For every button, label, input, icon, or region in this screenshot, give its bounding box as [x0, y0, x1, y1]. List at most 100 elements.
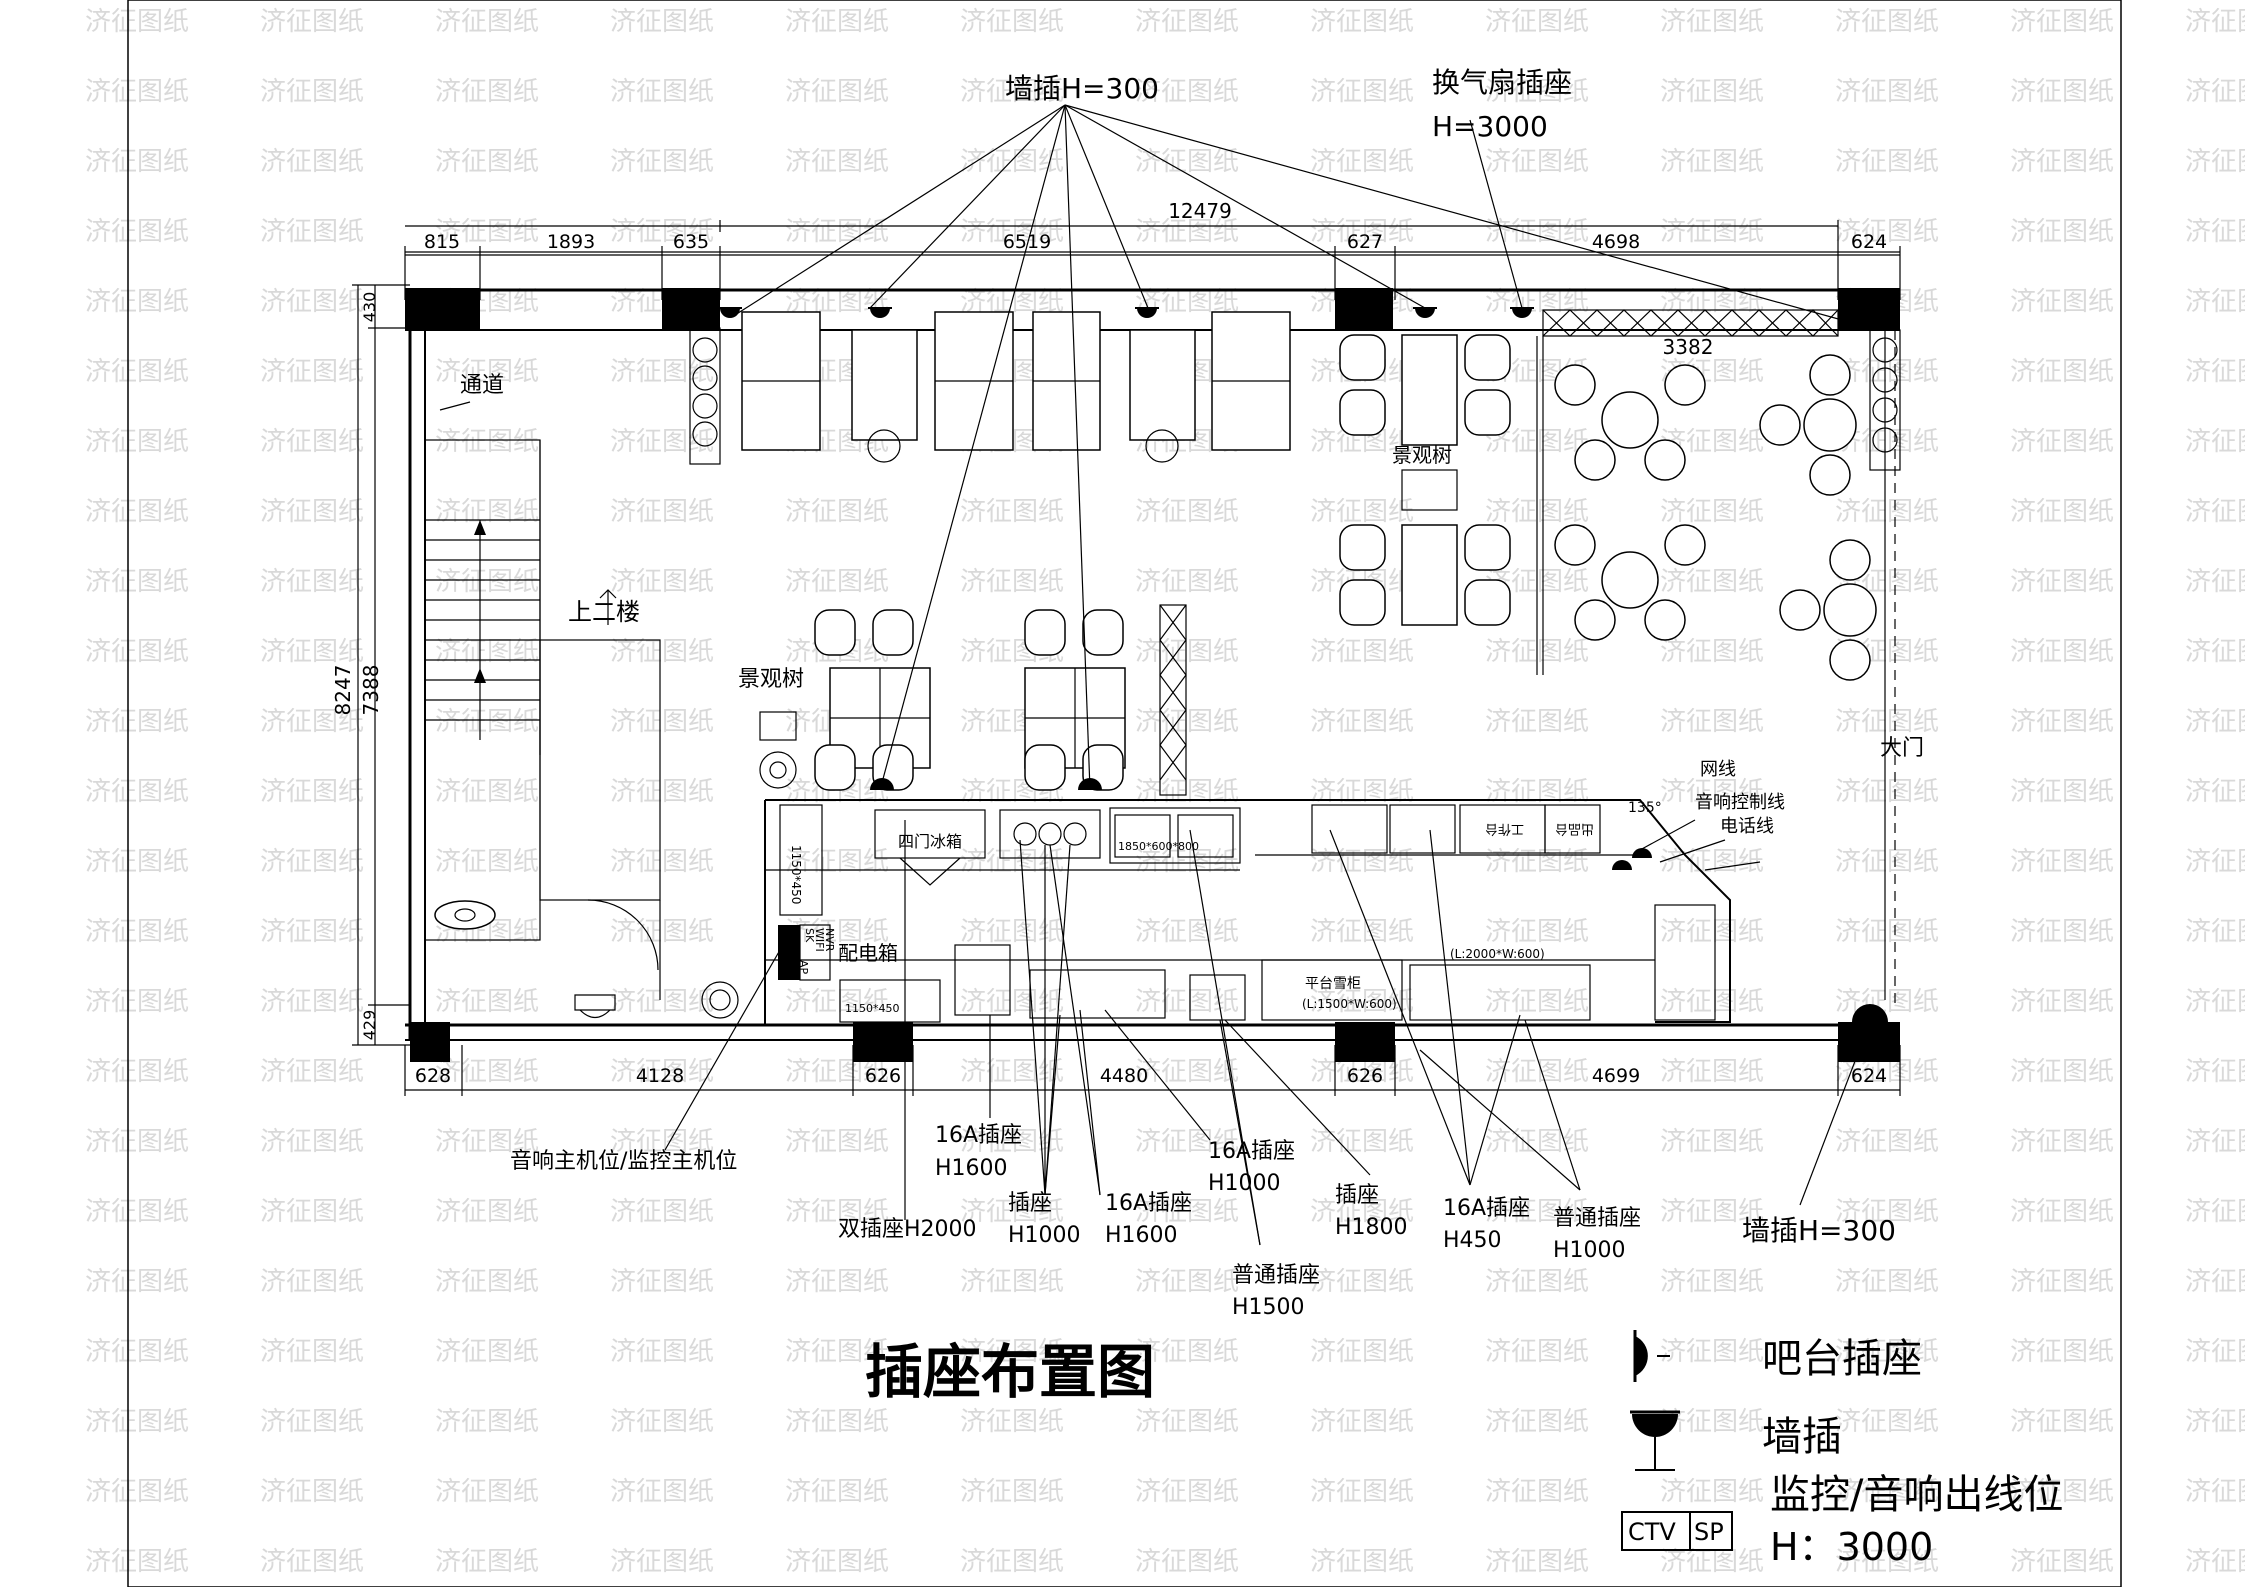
watermark-text: 济征图纸: [1135, 497, 1239, 527]
watermark-text: 济征图纸: [1485, 1477, 1589, 1507]
watermark-text: 济征图纸: [85, 1057, 189, 1087]
arrow-up-icon: [474, 520, 486, 535]
watermark-text: 济征图纸: [2185, 217, 2245, 247]
watermark-text: 济征图纸: [1135, 847, 1239, 877]
watermark-text: 济征图纸: [960, 567, 1064, 597]
watermark-text: 济征图纸: [1485, 1267, 1589, 1297]
watermark-text: 济征图纸: [260, 77, 364, 107]
watermark-text: 济征图纸: [610, 147, 714, 177]
watermark-text: 济征图纸: [260, 777, 364, 807]
socket-h1000-1: 插座: [1008, 1191, 1052, 1216]
watermark-text: 济征图纸: [2185, 707, 2245, 737]
watermark-text: 济征图纸: [1485, 147, 1589, 177]
fan-socket-label-1: 换气扇插座: [1432, 66, 1572, 99]
watermark-text: 济征图纸: [435, 7, 539, 37]
normal-h1500-2: H1500: [1232, 1295, 1305, 1320]
watermark-text: 济征图纸: [1135, 1127, 1239, 1157]
dim-bottom-6: 4699: [1592, 1065, 1640, 1087]
watermark-text: 济征图纸: [1485, 1337, 1589, 1367]
washbasin-icon: [574, 981, 739, 1019]
watermark-text: 济征图纸: [85, 217, 189, 247]
watermark-text: 济征图纸: [435, 77, 539, 107]
watermark-text: 济征图纸: [785, 217, 889, 247]
fridge-label: 四门冰箱: [898, 832, 962, 851]
watermark-text: 济征图纸: [1135, 777, 1239, 807]
watermark-text: 济征图纸: [85, 287, 189, 317]
watermark-text: 济征图纸: [1310, 77, 1414, 107]
watermark-text: 济征图纸: [2010, 147, 2114, 177]
watermark-text: 济征图纸: [610, 1267, 714, 1297]
watermark-text: 济征图纸: [2185, 1057, 2245, 1087]
watermark-text: 济征图纸: [785, 147, 889, 177]
watermark-text: 济征图纸: [610, 1407, 714, 1437]
landscape-tree-label-2: 景观树: [1392, 443, 1452, 467]
watermark-text: 济征图纸: [2010, 7, 2114, 37]
watermark-text: 济征图纸: [960, 1197, 1064, 1227]
legend: 吧台插座 墙插 监控/音响出线位 CTV SP H：3000: [1621, 1330, 2063, 1569]
callout-leaders: [664, 104, 1871, 1246]
watermark-text: 济征图纸: [1660, 637, 1764, 667]
fan-socket-label-2: H=3000: [1432, 110, 1548, 143]
watermark-text: 济征图纸: [785, 1337, 889, 1367]
counter-size-label: (L:2000*W:600): [1450, 947, 1545, 961]
watermark-text: 济征图纸: [2185, 1337, 2245, 1367]
watermark-text: 济征图纸: [1660, 1127, 1764, 1157]
sink-size-label: 1850*600*800: [1118, 840, 1199, 853]
watermark-text: 济征图纸: [260, 1547, 364, 1577]
watermark-text: 济征图纸: [435, 707, 539, 737]
watermark-text: 济征图纸: [785, 847, 889, 877]
watermark-text: 济征图纸: [785, 917, 889, 947]
watermark-text: 济征图纸: [85, 1197, 189, 1227]
landscape-tree-box: [759, 711, 797, 741]
watermark-text: 济征图纸: [610, 987, 714, 1017]
watermark-text: 济征图纸: [1310, 1337, 1414, 1367]
watermark-text: 济征图纸: [85, 1547, 189, 1577]
watermark-text: 济征图纸: [435, 217, 539, 247]
dim-bottom-4: 4480: [1100, 1065, 1148, 1087]
dim-bottom-2: 4128: [636, 1065, 684, 1087]
watermark-text: 济征图纸: [2010, 637, 2114, 667]
watermark-text: 济征图纸: [785, 497, 889, 527]
watermark-text: 济征图纸: [1485, 1407, 1589, 1437]
watermark-text: 济征图纸: [260, 1267, 364, 1297]
watermark-text: 济征图纸: [1660, 1197, 1764, 1227]
middle-booths: [814, 609, 1126, 791]
toilet-icon: [434, 900, 496, 930]
watermark-text: 济征图纸: [435, 1267, 539, 1297]
watermark-text: 济征图纸: [85, 77, 189, 107]
bar-socket-icon: [1633, 1330, 1670, 1382]
watermark-text: 济征图纸: [610, 77, 714, 107]
watermark-text: 济征图纸: [785, 7, 889, 37]
socket-16a-h450-2: H450: [1443, 1228, 1502, 1253]
legend-ctv: CTV: [1628, 1518, 1676, 1546]
watermark-text: 济征图纸: [2185, 1407, 2245, 1437]
audio-control-label: 音响控制线: [1695, 792, 1785, 813]
watermark-text: 济征图纸: [2185, 987, 2245, 1017]
watermark-text: 济征图纸: [260, 1197, 364, 1227]
watermark-text: 济征图纸: [1485, 1197, 1589, 1227]
watermark-text: 济征图纸: [85, 427, 189, 457]
legend-sp: SP: [1694, 1518, 1724, 1546]
watermark-text: 济征图纸: [1660, 77, 1764, 107]
watermark-text: 济征图纸: [785, 567, 889, 597]
watermark-text: 济征图纸: [2185, 357, 2245, 387]
dim-top-5: 627: [1347, 231, 1383, 253]
watermark-text: 济征图纸: [1660, 1057, 1764, 1087]
watermark-text: 济征图纸: [1660, 707, 1764, 737]
dim-top-4: 6519: [1003, 231, 1051, 253]
watermark-text: 济征图纸: [435, 1407, 539, 1437]
watermark-text: 济征图纸: [435, 1057, 539, 1087]
watermark-text: 济征图纸: [960, 1337, 1064, 1367]
watermark-text: 济征图纸: [1660, 147, 1764, 177]
dim-left-bottom: 429: [360, 1010, 379, 1041]
watermark-text: 济征图纸: [1310, 217, 1414, 247]
watermark-text: 济征图纸: [1135, 1197, 1239, 1227]
watermark-text: 济征图纸: [1835, 707, 1939, 737]
watermark-text: 济征图纸: [2185, 287, 2245, 317]
watermark-text: 济征图纸: [435, 567, 539, 597]
watermark-text: 济征图纸: [1310, 637, 1414, 667]
stairs-label: 上二楼: [568, 598, 640, 626]
watermark-text: 济征图纸: [260, 1337, 364, 1367]
dim-bottom-3: 626: [865, 1065, 901, 1087]
